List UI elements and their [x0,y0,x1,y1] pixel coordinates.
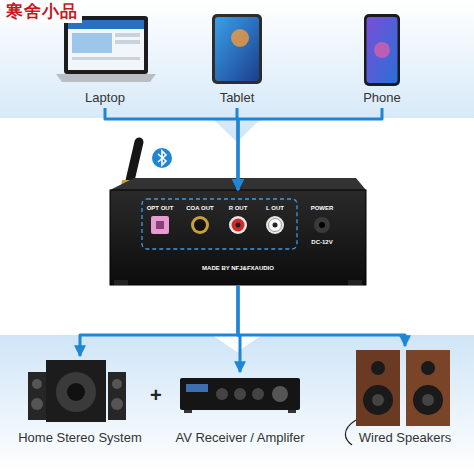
source-device: Phone [341,12,423,108]
port-label: POWER [311,205,334,211]
dac-device [236,223,241,228]
wired-speakers-icon [363,385,393,415]
dac-device [314,217,330,233]
port-label: MADE BY NFJ&FXAUDIO [202,265,274,271]
dac-device [110,178,366,285]
dac-device [194,219,206,231]
phone-icon [364,14,400,86]
tablet-icon [212,14,262,84]
phone-icon [374,42,390,58]
phone-icon [367,17,398,83]
source-device: Laptop [55,12,155,108]
laptop-icon [115,40,140,44]
laptop-icon [56,74,156,82]
plus-sign: + [150,384,162,406]
tablet-icon [215,17,259,81]
home-stereo-icon [111,398,123,410]
device-label: Home Stereo System [18,431,142,448]
device-label: Laptop [85,91,125,108]
dac-panel: OPT OUT COA OUT R OUT L OUT POWER DC-12V MADE … [110,190,366,285]
dac-device [269,219,282,232]
dac-device [110,190,366,285]
phone-icon [364,14,400,86]
bluetooth-icon [158,151,166,165]
home-stereo-icon [56,372,96,412]
signal-arrow [238,285,405,346]
dac-device [156,221,164,229]
laptop-icon [56,16,156,82]
tablet-icon [231,29,249,47]
port-label: DC-12V [311,239,332,245]
home-stereo-icon [67,383,85,401]
av-receiver-icon [234,388,246,400]
tablet-icon [212,14,262,84]
dac-device [191,216,209,234]
watermark: 寒舍小品 [2,2,82,23]
laptop-icon [72,33,112,53]
dac-device [319,222,325,228]
av-receiver-icon [180,378,300,413]
home-stereo-icon [46,360,106,422]
wired-speakers-icon [413,385,443,415]
output-band [0,335,474,473]
home-stereo-icon [28,372,46,420]
wired-speakers-icon [406,350,450,426]
bluetooth-icon [152,148,172,168]
av-receiver-icon [252,388,264,400]
dac-device [151,216,169,234]
dac-device [266,216,284,234]
output-device: Wired Speakers [345,346,465,448]
bluetooth-icon [152,148,172,168]
wired-speakers-icon [422,394,434,406]
signal-arrow [238,108,382,190]
home-stereo-icon [32,379,42,389]
home-stereo-icon [31,398,43,410]
dac-device [232,219,245,232]
home-stereo-icon [28,360,126,422]
av-receiver-icon [272,386,288,402]
home-stereo-icon [108,372,126,420]
device-label: Wired Speakers [359,431,451,448]
av-receiver-icon [180,378,300,410]
port-label: R OUT [229,205,248,211]
home-stereo-icon [112,379,122,389]
dac-device [142,199,297,249]
port-label: L OUT [266,205,284,211]
output-device: AV Receiver / Amplifer [163,372,317,448]
device-label: Phone [363,91,401,108]
device-label: AV Receiver / Amplifer [175,431,304,448]
laptop-icon [115,33,140,37]
av-receiver-icon [216,388,228,400]
wired-speakers-icon [372,394,384,406]
laptop-icon [72,57,140,60]
source-device: Tablet [197,12,277,108]
av-receiver-icon [288,410,296,413]
dac-device [229,216,247,234]
av-receiver-icon [186,384,208,392]
wired-speakers-icon [356,350,400,426]
dac-device [114,280,128,285]
laptop-icon [68,20,144,70]
wired-speakers-icon [371,361,385,375]
wired-speakers-icon [345,420,356,445]
laptop-icon [64,16,148,74]
dac-device [348,280,362,285]
device-label: Tablet [220,91,255,108]
port-label: OPT OUT [147,205,174,211]
dac-device [273,223,278,228]
signal-arrow [105,108,238,190]
av-receiver-icon [184,410,192,413]
signal-arrow [80,285,238,356]
wired-speakers-icon [421,361,435,375]
output-device: Home Stereo System [12,356,148,448]
port-label: COA OUT [186,205,213,211]
